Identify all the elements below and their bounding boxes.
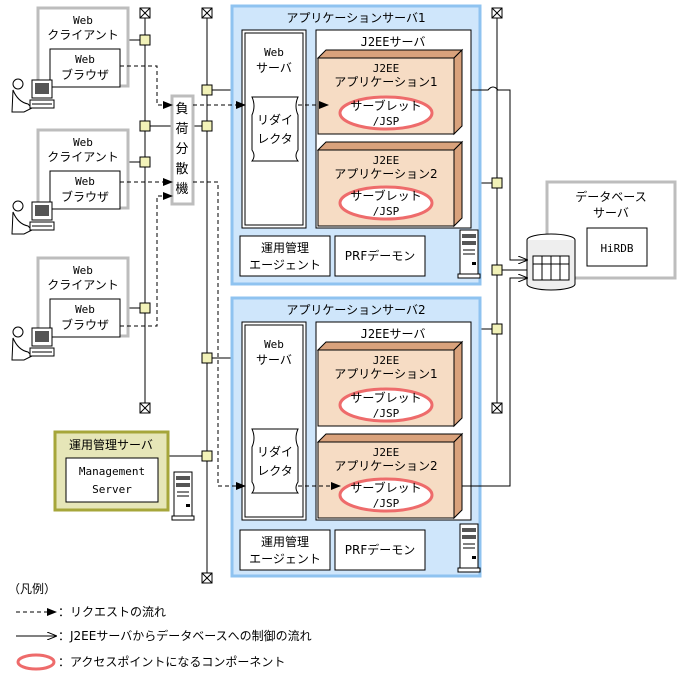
svg-text:：アクセスポイントになるコンポーネント: ：アクセスポイントになるコンポーネント (58, 655, 285, 669)
svg-text:Web: Web (264, 46, 284, 59)
svg-text:運用管理: 運用管理 (261, 534, 309, 549)
svg-text:アプリケーション1: アプリケーション1 (334, 75, 437, 89)
svg-text:J2EEサーバ: J2EEサーバ (361, 327, 426, 341)
svg-text:サーバ: サーバ (256, 353, 292, 367)
svg-text:Web: Web (264, 338, 284, 351)
svg-text:Web: Web (75, 175, 95, 188)
svg-text:サーブレット: サーブレット (350, 480, 421, 495)
svg-text:アプリケーション2: アプリケーション2 (334, 167, 437, 181)
svg-text:/JSP: /JSP (373, 205, 400, 218)
svg-text:ブラウザ: ブラウザ (61, 189, 109, 204)
svg-text:サーブレット: サーブレット (350, 188, 421, 203)
svg-text:Web: Web (75, 303, 95, 316)
server-machine-icon (457, 523, 481, 573)
svg-text:ブラウザ: ブラウザ (61, 67, 109, 82)
server-machine-icon (171, 471, 195, 521)
application-server-2: アプリケーションサーバ2 Web サーバ リダイ レクタ J2EEサーバ J2E… (230, 296, 482, 578)
svg-text:負: 負 (175, 102, 188, 117)
server-machine-icon (457, 229, 481, 279)
svg-text:レクタ: レクタ (257, 132, 293, 146)
svg-text:J2EE: J2EE (373, 354, 400, 367)
svg-text:ブラウザ: ブラウザ (61, 317, 109, 332)
user-icon (11, 78, 55, 113)
svg-text:/JSP: /JSP (373, 497, 400, 510)
svg-text:データベース: データベース (575, 189, 646, 204)
svg-text:（凡例）: （凡例） (8, 582, 56, 596)
svg-text:機: 機 (175, 182, 188, 197)
svg-text:エージェント: エージェント (249, 258, 321, 272)
svg-text:サーブレット: サーブレット (350, 98, 421, 113)
svg-text:Web: Web (73, 14, 93, 27)
svg-text:：J2EEサーバからデータベースへの制御の流れ: ：J2EEサーバからデータベースへの制御の流れ (58, 628, 312, 643)
svg-text:J2EE: J2EE (373, 154, 400, 167)
svg-text:荷: 荷 (175, 122, 188, 137)
web-client-3: Web クライアント Web ブラウザ (11, 256, 130, 361)
svg-text:/JSP: /JSP (373, 407, 400, 420)
database-icon (526, 233, 576, 291)
svg-text:HiRDB: HiRDB (600, 242, 633, 255)
svg-text:：リクエストの流れ: ：リクエストの流れ (58, 605, 166, 619)
svg-text:クライアント: クライアント (47, 28, 119, 42)
svg-text:クライアント: クライアント (47, 278, 119, 292)
svg-text:リダイ: リダイ (257, 444, 293, 459)
svg-text:エージェント: エージェント (249, 552, 321, 566)
legend: （凡例） ：リクエストの流れ ：J2EEサーバからデータベースへの制御の流れ ：… (8, 582, 312, 671)
svg-text:Server: Server (92, 483, 132, 496)
svg-text:アプリケーションサーバ2: アプリケーションサーバ2 (286, 303, 425, 317)
svg-text:アプリケーション2: アプリケーション2 (334, 459, 437, 473)
svg-text:運用管理サーバ: 運用管理サーバ (69, 437, 153, 452)
svg-text:J2EEサーバ: J2EEサーバ (361, 35, 426, 49)
svg-text:Web: Web (75, 53, 95, 66)
svg-text:PRFデーモン: PRFデーモン (345, 248, 415, 263)
svg-text:アプリケーション1: アプリケーション1 (334, 367, 437, 381)
svg-text:分: 分 (175, 142, 188, 157)
svg-text:散: 散 (175, 162, 188, 177)
svg-text:運用管理: 運用管理 (261, 240, 309, 255)
svg-text:サーブレット: サーブレット (350, 390, 421, 405)
management-server: 運用管理サーバ Management Server (53, 430, 195, 521)
load-balancer: 負 荷 分 散 機 (170, 94, 195, 206)
web-client-2: Web クライアント Web ブラウザ (11, 128, 130, 235)
user-icon (11, 326, 55, 361)
svg-text:J2EE: J2EE (373, 62, 400, 75)
svg-text:クライアント: クライアント (47, 150, 119, 164)
svg-text:J2EE: J2EE (373, 446, 400, 459)
svg-text:/JSP: /JSP (373, 115, 400, 128)
svg-text:アプリケーションサーバ1: アプリケーションサーバ1 (286, 11, 425, 25)
svg-text:Web: Web (73, 264, 93, 277)
svg-text:レクタ: レクタ (257, 464, 293, 478)
svg-text:Web: Web (73, 136, 93, 149)
svg-text:サーバ: サーバ (593, 206, 629, 220)
svg-text:PRFデーモン: PRFデーモン (345, 542, 415, 557)
user-icon (11, 200, 55, 235)
svg-text:サーバ: サーバ (256, 61, 292, 75)
svg-text:リダイ: リダイ (257, 112, 293, 127)
web-client-1: Web クライアント Web ブラウザ (11, 6, 130, 113)
application-server-1: アプリケーションサーバ1 Web サーバ リダイ レクタ J2EEサーバ J2E… (230, 4, 482, 286)
svg-text:Management: Management (79, 465, 145, 478)
